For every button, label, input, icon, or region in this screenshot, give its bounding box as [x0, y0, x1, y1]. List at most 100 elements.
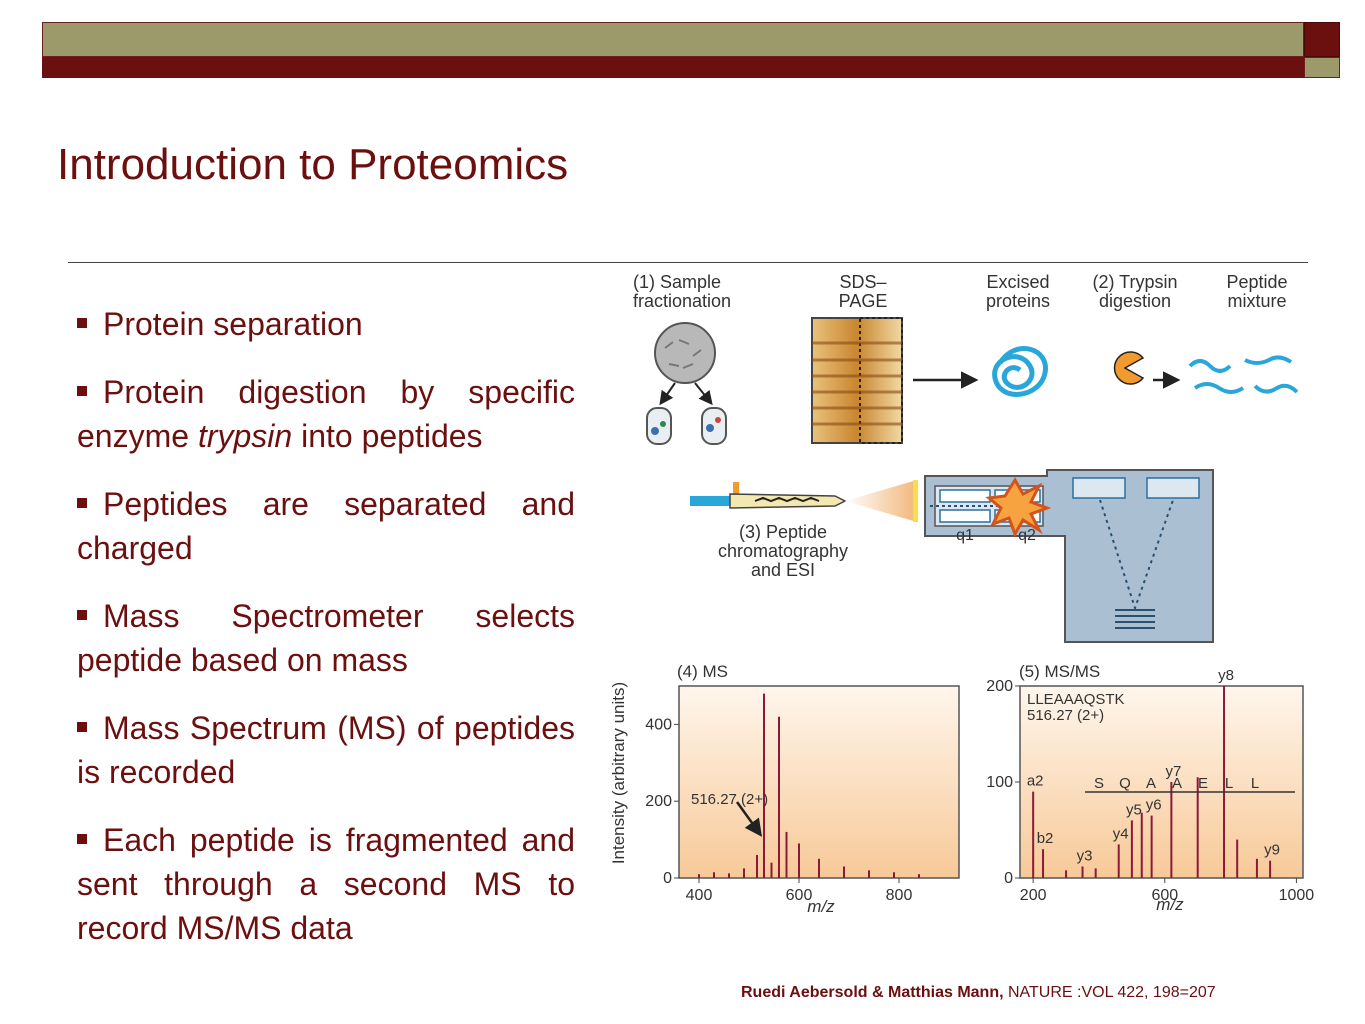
x-tick-label: 200	[1020, 887, 1047, 904]
peak-label: y4	[1113, 825, 1129, 842]
mixture-label-line1: Peptide	[1226, 272, 1287, 292]
peak-label: y5	[1126, 801, 1142, 818]
q1-label: q1	[956, 527, 974, 544]
sample-arrow-right	[694, 382, 713, 406]
trypsin-enzyme-icon	[1113, 351, 1145, 385]
proteomics-workflow-figure: (1) Sample fractionation SDS– PAGE Excis…	[609, 272, 1314, 916]
square-bullet-icon	[77, 497, 87, 508]
tube-particle	[706, 424, 714, 432]
sequence-letter: E	[1198, 775, 1208, 792]
excised-label-line1: Excised	[986, 272, 1049, 292]
tube-right-icon	[701, 407, 727, 445]
bullet-item: Peptides are separated and charged	[77, 486, 575, 566]
square-bullet-icon	[77, 385, 87, 396]
mixture-label-line2: mixture	[1227, 291, 1286, 311]
ms-precursor-label: 516.27 (2+)	[691, 791, 768, 808]
sequence-letter: L	[1225, 775, 1233, 792]
bullet-item: Each peptide is fragmented and sent thro…	[77, 822, 575, 946]
excised-lane-outline	[859, 317, 903, 444]
msms-axis: 200 600 1000 0 100 200	[986, 678, 1314, 904]
y-tick-label: 100	[986, 774, 1013, 791]
step1-label-line1: (1) Sample	[633, 272, 721, 292]
peak-label: y8	[1218, 667, 1234, 684]
step5-label: (5) MS/MS	[1019, 662, 1100, 681]
x-tick-label: 800	[886, 887, 913, 904]
ion-mirror-right	[1146, 477, 1200, 499]
sample-arrow-left	[659, 382, 676, 406]
esi-needle-tip	[733, 482, 739, 496]
citation: Ruedi Aebersold & Matthias Mann, NATURE …	[741, 984, 1216, 1001]
excised-label-line2: proteins	[986, 291, 1050, 311]
msms-peaks	[1032, 686, 1272, 878]
bullet-item: Protein separation	[77, 302, 575, 346]
protein-tangle-icon	[992, 346, 1048, 397]
peak-label: y6	[1146, 797, 1162, 814]
square-bullet-icon	[77, 721, 87, 732]
peptide-fragment-icon	[1188, 359, 1232, 373]
sds-label-line2: PAGE	[839, 291, 888, 311]
collision-burst-icon	[985, 477, 1052, 538]
header-corner-olive	[1304, 57, 1340, 78]
title-divider	[68, 262, 1308, 263]
x-tick-label: 600	[1151, 887, 1178, 904]
square-bullet-icon	[77, 833, 87, 844]
tube-left-icon	[646, 407, 672, 445]
msms-plot-area	[1019, 685, 1304, 879]
ms-plot-area	[678, 685, 960, 879]
esi-inlet	[913, 480, 918, 522]
step3-label-line1: (3) Peptide	[739, 522, 827, 542]
sequence-letter: S	[1094, 775, 1104, 792]
header-bar-olive	[42, 22, 1304, 57]
y-tick-label: 200	[645, 793, 672, 810]
y-axis-label: Intensity (arbitrary units)	[609, 682, 628, 864]
peak-label: y3	[1077, 847, 1093, 864]
y-tick-label: 200	[986, 678, 1013, 695]
msms-x-axis-label: m/z	[1156, 895, 1184, 914]
q1-rod-bottom	[939, 509, 991, 523]
x-tick-label: 600	[786, 887, 813, 904]
q1-rod-top	[939, 489, 991, 503]
peptide-fragment-icon	[1253, 383, 1299, 394]
peak-label: b2	[1037, 830, 1054, 847]
gel-bands	[812, 341, 902, 426]
peak-label: a2	[1027, 773, 1044, 790]
sequence-letter: Q	[1119, 775, 1131, 792]
q2-label: q2	[1018, 527, 1036, 544]
y-tick-label: 0	[663, 870, 672, 887]
sequence-letter: L	[1251, 775, 1259, 792]
y-tick-label: 0	[1004, 870, 1013, 887]
step2-label-line1: (2) Trypsin	[1092, 272, 1177, 292]
esi-column-head	[690, 496, 730, 506]
y-tick-label: 400	[645, 716, 672, 733]
ms-peaks	[698, 693, 920, 878]
peak-label: y9	[1264, 842, 1280, 859]
ms-x-axis-label: m/z	[807, 897, 835, 916]
step2-label-line2: digestion	[1099, 291, 1171, 311]
esi-spray-cone	[845, 480, 917, 522]
sequence-letter: A	[1146, 775, 1156, 792]
ms-precursor-arrow	[735, 801, 763, 837]
step1-label-line2: fractionation	[633, 291, 731, 311]
tube-particle	[715, 417, 721, 423]
slide-title: Introduction to Proteomics	[57, 140, 569, 189]
bullet-list: Protein separation Protein digestion by …	[77, 302, 575, 974]
bullet-item: Mass Spectrometer selects peptide based …	[77, 598, 575, 678]
ion-mirror-left	[1072, 477, 1126, 499]
sds-label-line1: SDS–	[839, 272, 886, 292]
sequence-letter: A	[1172, 775, 1182, 792]
msms-charge-label: 516.27 (2+)	[1027, 707, 1104, 724]
square-bullet-icon	[77, 317, 87, 328]
peptide-fragment-icon	[1193, 382, 1245, 394]
peptide-fragment-icon	[1244, 355, 1293, 365]
header-bar-red	[42, 57, 1304, 78]
msms-peptide-label: LLEAAAQSTK	[1027, 691, 1125, 708]
sample-texture	[664, 339, 702, 369]
tube-particle	[651, 427, 659, 435]
bullet-item: Protein digestion by specific enzyme try…	[77, 374, 575, 454]
x-tick-label: 1000	[1279, 887, 1315, 904]
bullet-item: Mass Spectrum (MS) of peptides is record…	[77, 710, 575, 790]
tof-flight-path	[1099, 499, 1174, 612]
tube-particle	[660, 421, 666, 427]
